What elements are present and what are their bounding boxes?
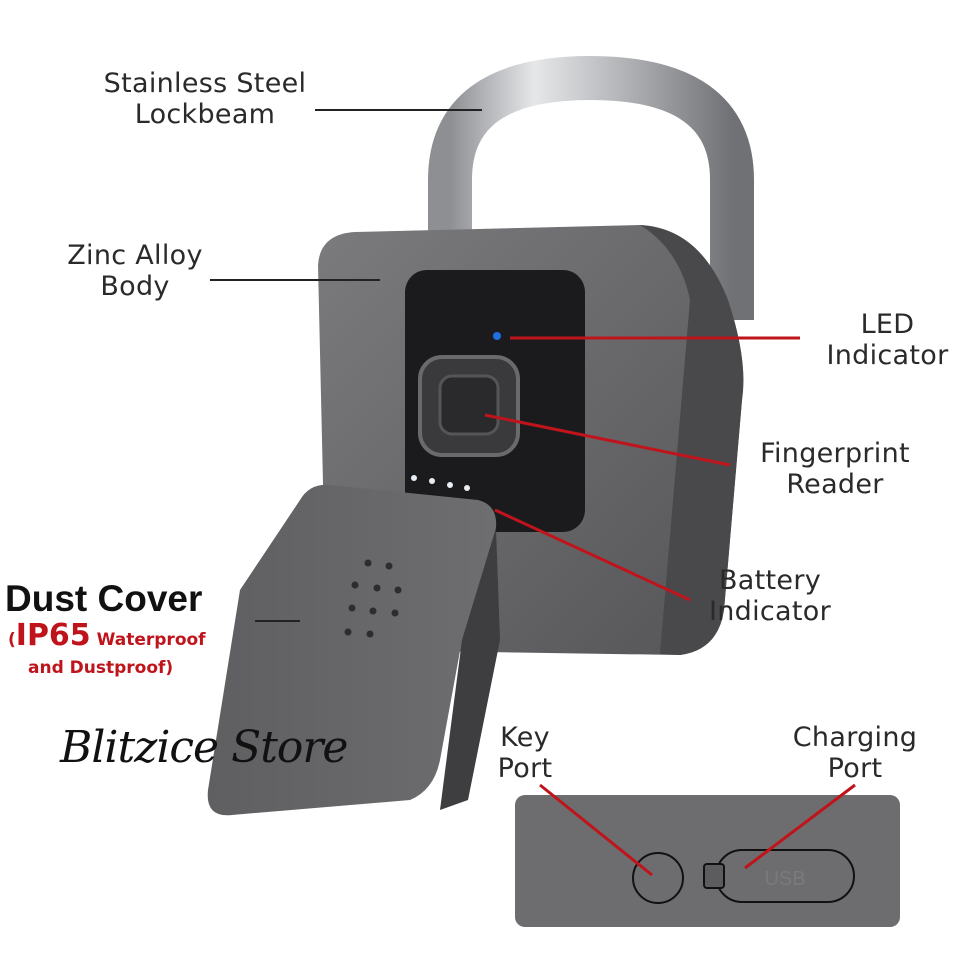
usb-label: USB <box>764 868 805 890</box>
label-line: Port <box>497 753 553 784</box>
note-line: Waterproof <box>96 630 206 650</box>
store-watermark: Blitzice Store <box>60 722 348 773</box>
label-lockbeam: Stainless Steel Lockbeam <box>90 68 320 130</box>
label-line: Indicator <box>826 340 949 371</box>
battery-indicator-dots <box>411 475 470 491</box>
label-line: Reader <box>786 469 884 500</box>
label-charging-port: Charging Port <box>775 722 935 784</box>
label-line: Body <box>100 271 170 302</box>
label-line: Zinc Alloy <box>67 240 203 271</box>
label-led: LED Indicator <box>815 309 960 371</box>
shackle <box>428 55 754 320</box>
label-line: LED <box>860 309 915 340</box>
ip-rating: IP65 <box>15 618 91 653</box>
label-fingerprint: Fingerprint Reader <box>740 438 930 500</box>
label-line: Stainless Steel <box>103 68 307 99</box>
ip-rating-note: (IP65 Waterproof and Dustproof) <box>8 621 206 682</box>
dust-cover-title: Dust Cover <box>5 578 203 619</box>
label-line: Key <box>500 722 550 753</box>
label-line: Fingerprint <box>760 438 910 469</box>
led-indicator <box>493 332 501 340</box>
label-key-port: Key Port <box>470 722 580 784</box>
key-port <box>632 852 684 904</box>
label-line: Charging <box>792 722 918 753</box>
bottom-view <box>515 795 900 927</box>
label-line: Lockbeam <box>134 99 276 130</box>
label-battery: Battery Indicator <box>690 565 850 627</box>
cover-dots <box>344 559 402 638</box>
label-body: Zinc Alloy Body <box>50 240 220 302</box>
paren: ( <box>8 630 16 650</box>
note-line: and Dustproof) <box>28 658 174 678</box>
label-line: Battery <box>718 565 822 596</box>
label-line: Indicator <box>708 596 831 627</box>
dust-cover <box>207 484 497 816</box>
label-line: Port <box>827 753 883 784</box>
